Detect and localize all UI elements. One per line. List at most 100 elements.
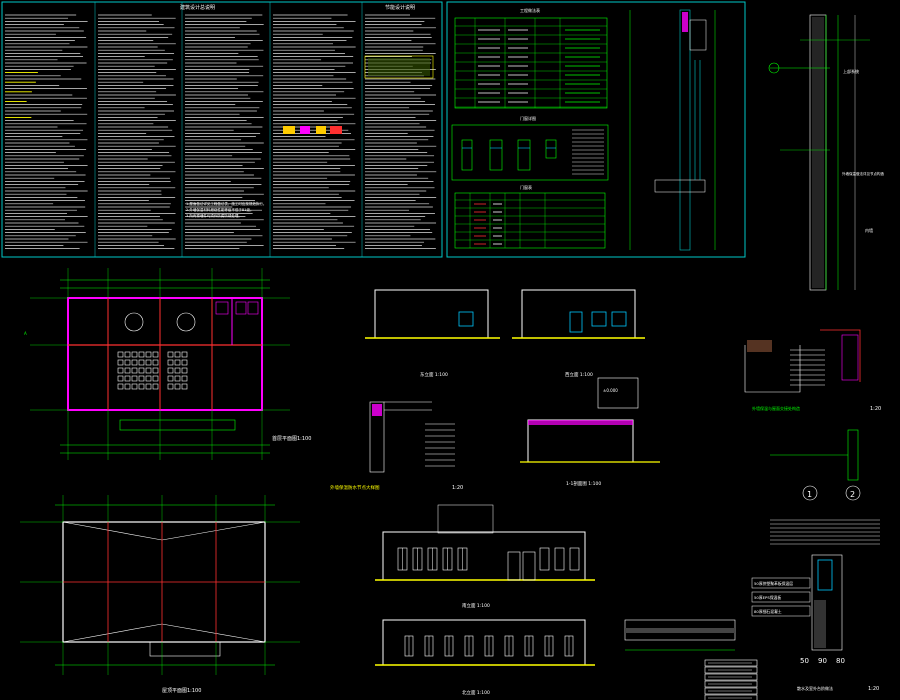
cad-rect (247, 301, 259, 315)
dim-2: 90 (818, 657, 827, 665)
cad-rect (507, 551, 521, 581)
cad-rect (117, 359, 124, 366)
ground-floor-plan: 首层平面图1:100 A (24, 268, 311, 460)
cad-rect (124, 383, 131, 390)
cad-rect (131, 367, 138, 374)
note-line-3: 3.所有预埋件均须作防腐防锈处理。 (186, 213, 242, 218)
cad-rect (569, 547, 580, 571)
cad-rect (539, 547, 550, 571)
cad-rect (117, 351, 124, 358)
callout-1: 1 (807, 490, 812, 499)
roof-axis-grid (20, 495, 300, 675)
cad-rect (181, 383, 188, 390)
cad-rect (517, 139, 531, 171)
detail-1-scale: 1:20 (452, 485, 463, 491)
cad-rect (124, 367, 131, 374)
cad-rect (131, 383, 138, 390)
finish-schedule-table (455, 18, 607, 108)
cad-rect (124, 375, 131, 382)
detail-3-scale: 1:20 (868, 686, 879, 692)
dim-1: 50 (800, 657, 809, 665)
cad-rect (704, 666, 758, 674)
cad-rect (461, 139, 473, 171)
cad-rect (131, 359, 138, 366)
section-title: 1-1剖面图 1:100 (566, 480, 601, 487)
cad-rect (124, 351, 131, 358)
cad-rect (145, 351, 152, 358)
cad-rect (167, 383, 174, 390)
plinth-layer-notes (704, 659, 758, 700)
cad-rect (181, 351, 188, 358)
cad-rect (152, 351, 159, 358)
design-notes-panel: 建筑设计总说明 节能设计说明 1.屋面做法详见工程做法表，施工时应按规范执行。 … (1, 1, 443, 258)
cad-rect (704, 673, 758, 681)
exterior-wall-detail: 上部系统 外墙保温做法详见节点构造 内墙 (768, 14, 884, 291)
cad-rect (167, 351, 174, 358)
cad-rect (138, 383, 145, 390)
door-window-schedule (455, 193, 605, 248)
door-title: 门窗详图 (520, 115, 536, 121)
cad-rect (174, 383, 181, 390)
cad-rect (174, 359, 181, 366)
north-elevation: 北立面 1:100 (375, 619, 595, 696)
cad-rect (215, 301, 229, 315)
cad-rect (174, 367, 181, 374)
cad-rect (181, 359, 188, 366)
cad-rect (145, 359, 152, 366)
insulation-detail: 50厚挤塑聚苯板保温层 50厚EPS保温板 80厚细石混凝土 50 90 80 … (751, 554, 879, 692)
cad-rect (181, 375, 188, 382)
grid-label-a: A (24, 331, 27, 336)
tables-panel: 工程做法表 门窗详图 门窗表 (446, 1, 746, 258)
notes-text-block (5, 14, 437, 249)
cad-rect (145, 375, 152, 382)
cad-rect (554, 547, 565, 571)
cad-rect (117, 367, 124, 374)
cad-rect (145, 383, 152, 390)
cad-rect (167, 375, 174, 382)
doorwin-title: 门窗表 (520, 184, 532, 190)
cad-rect (124, 359, 131, 366)
parapet-layer-notes (425, 423, 455, 467)
elev-tag: ±0.000 (603, 388, 618, 393)
west-elevation-title: 西立面 1:100 (565, 371, 593, 378)
cad-rect (117, 375, 124, 382)
roof-plan: 屋顶平面图1:100 (20, 495, 300, 694)
cad-rect (545, 139, 557, 159)
note-line-2: 2.外墙保温材料燃烧性能等级不低于B1级。 (186, 207, 253, 212)
cad-rect (167, 359, 174, 366)
wall-section-detail (629, 9, 716, 251)
south-elevation: 南立面 1:100 (375, 504, 595, 609)
east-elevation: 东立面 1:100 (365, 289, 500, 378)
cad-rect (131, 351, 138, 358)
detail-2-title: 外墙保温与屋面交接处构造 (752, 405, 800, 411)
layer-3: 80厚细石混凝土 (754, 609, 782, 614)
detail-1-title: 外墙保温防水节点大样图 (330, 484, 380, 491)
junction-layer-notes (790, 349, 825, 386)
cad-rect (704, 687, 758, 695)
ladder-notes (770, 519, 880, 545)
notes-title: 建筑设计总说明 (180, 4, 215, 11)
layer-2: 50厚EPS保温板 (754, 595, 781, 600)
cad-rect (152, 383, 159, 390)
cad-rect (138, 367, 145, 374)
seating-grid (117, 301, 259, 390)
cad-rect (145, 367, 152, 374)
cad-rect (152, 375, 159, 382)
wall-label-3: 内墙 (865, 227, 873, 233)
cad-rect (489, 139, 503, 171)
cad-rect (131, 375, 138, 382)
wall-label-1: 上部系统 (843, 68, 859, 74)
ladder-detail: 1 2 (770, 429, 880, 545)
cad-rect (174, 375, 181, 382)
detail-2-scale: 1:20 (870, 406, 881, 412)
south-elevation-title: 南立面 1:100 (462, 602, 490, 609)
north-windows (404, 635, 574, 657)
notes-subtitle: 节能设计说明 (385, 4, 415, 11)
cad-rect (138, 351, 145, 358)
roof-junction-detail: 外墙保温与屋面交接处构造 1:20 (744, 329, 881, 412)
cad-rect (117, 383, 124, 390)
cad-rect (174, 351, 181, 358)
cad-rect (138, 359, 145, 366)
parapet-detail: 外墙保温防水节点大样图 1:20 (330, 401, 463, 491)
